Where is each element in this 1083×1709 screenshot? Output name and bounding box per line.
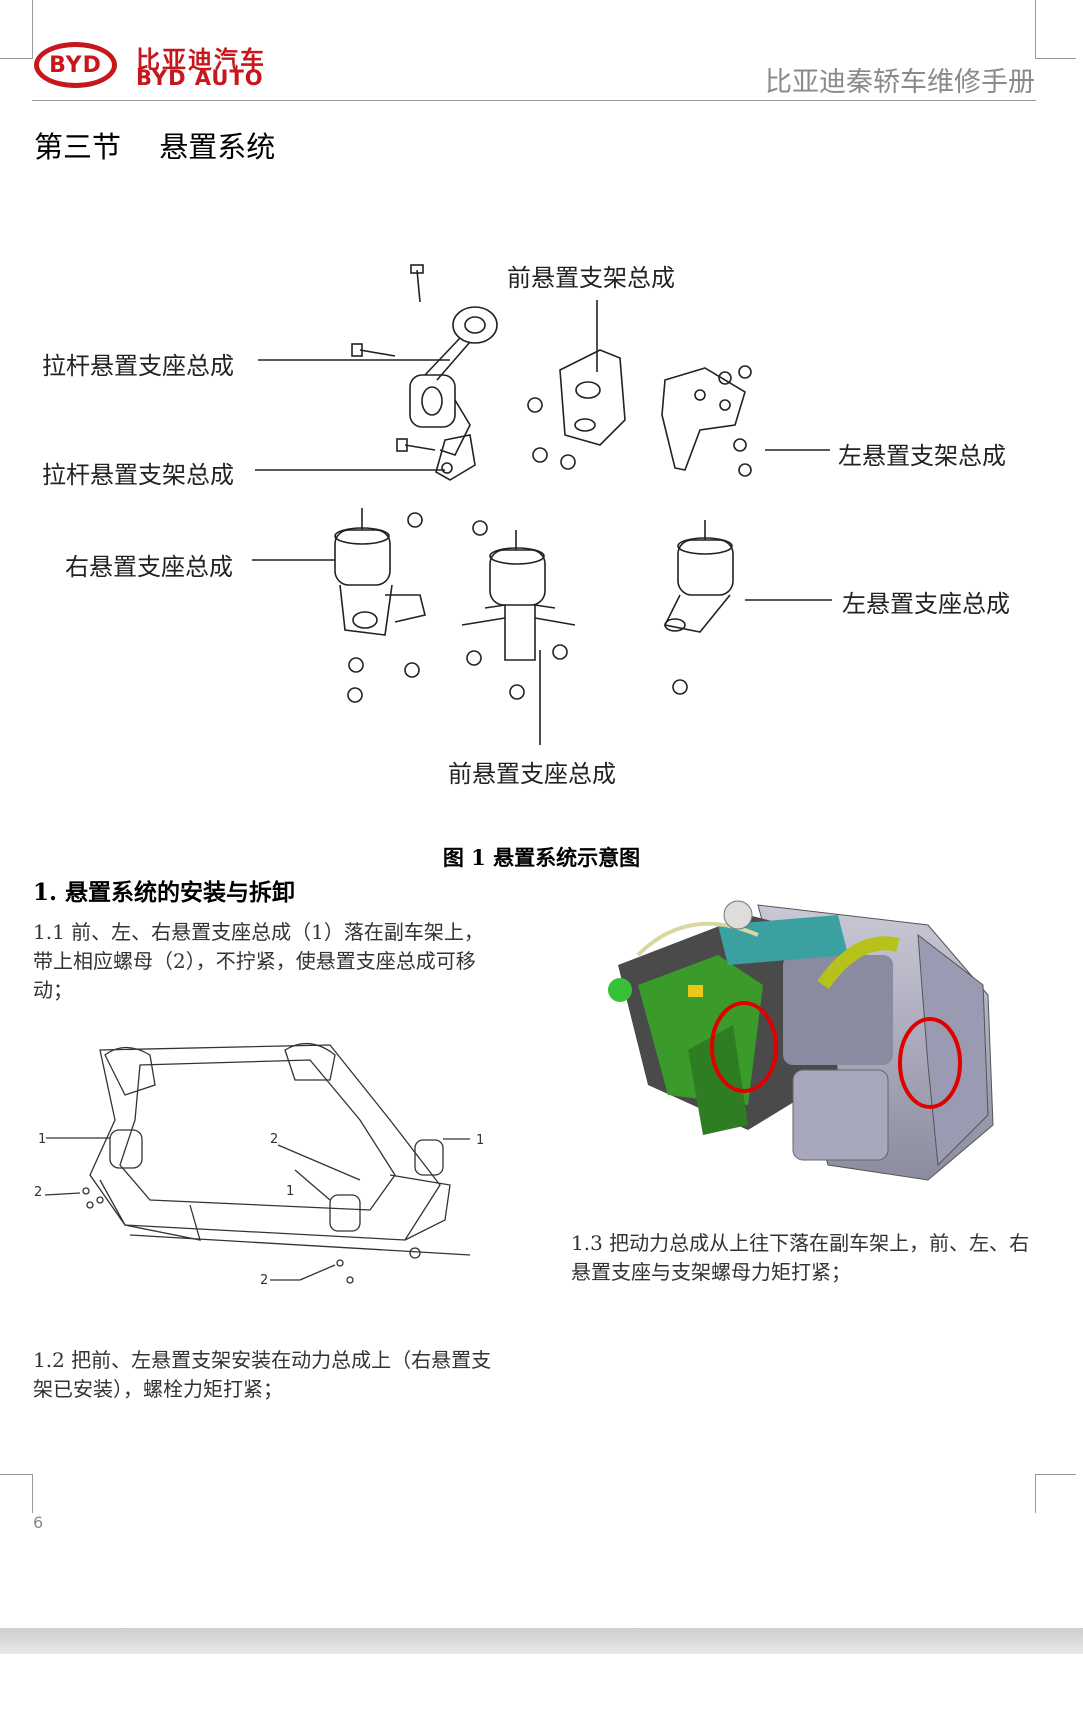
highlight-circle — [710, 1001, 778, 1093]
left-mount-part — [663, 520, 734, 695]
subframe-callout-1-center: 1 — [286, 1184, 294, 1199]
crop-mark-top-right — [1035, 0, 1076, 59]
crop-mark-top-left — [0, 0, 33, 59]
header-divider — [32, 100, 1036, 101]
subsection-heading: 1. 悬置系统的安装与拆卸 — [33, 879, 296, 906]
front-mount-part — [461, 520, 576, 700]
torque-rod-mount-part — [409, 306, 498, 456]
byd-logo: BYD — [34, 42, 117, 88]
figure-caption: 图 1 悬置系统示意图 — [442, 845, 641, 870]
subframe-callout-1-right: 1 — [476, 1133, 484, 1148]
label-torque-rod-bracket: 拉杆悬置支架总成 — [42, 461, 234, 489]
page-number: 6 — [33, 1513, 44, 1532]
subframe-callout-2-bottom: 2 — [260, 1273, 268, 1288]
label-left-mount: 左悬置支座总成 — [842, 590, 1010, 618]
label-right-mount: 右悬置支座总成 — [65, 553, 233, 581]
subframe-diagram: 1 1 1 2 2 2 — [34, 1043, 484, 1288]
step-1-1: 1.1 前、左、右悬置支座总成（1）落在副车架上，带上相应螺母（2），不拧紧，使… — [33, 920, 484, 1002]
step-1-3: 1.3 把动力总成从上往下落在副车架上，前、左、右悬置支座与支架螺母力矩打紧； — [571, 1231, 1030, 1284]
logo-text: BYD — [49, 53, 102, 78]
label-front-mount: 前悬置支座总成 — [448, 760, 616, 788]
subframe-callout-2-center: 2 — [270, 1132, 278, 1147]
subframe-callout-1-left: 1 — [38, 1132, 46, 1147]
bottom-bar — [0, 1628, 1083, 1654]
label-front-bracket: 前悬置支架总成 — [507, 264, 675, 292]
brand-name-cn: 比亚迪汽车 — [136, 46, 266, 74]
left-bracket-part — [661, 365, 752, 477]
brand-name-en: BYD AUTO — [136, 66, 264, 90]
subframe-callout-2-left: 2 — [34, 1185, 42, 1200]
highlight-circle — [898, 1017, 962, 1109]
manual-title: 比亚迪秦轿车维修手册 — [765, 67, 1035, 98]
section-title: 第三节 悬置系统 — [34, 130, 276, 164]
torque-rod-bracket-part — [435, 434, 476, 481]
right-mount-part — [334, 508, 426, 703]
label-left-bracket: 左悬置支架总成 — [838, 442, 1006, 470]
powertrain-render — [598, 875, 998, 1195]
step-1-2: 1.2 把前、左悬置支架安装在动力总成上（右悬置支架已安装），螺栓力矩打紧； — [33, 1348, 492, 1401]
bolt-part — [351, 264, 436, 452]
crop-mark-bottom-left — [0, 1474, 33, 1513]
label-torque-rod-mount: 拉杆悬置支座总成 — [42, 352, 234, 380]
crop-mark-bottom-right — [1035, 1474, 1076, 1513]
suspension-mount-exploded-diagram — [252, 264, 832, 745]
front-bracket-part — [527, 349, 626, 470]
